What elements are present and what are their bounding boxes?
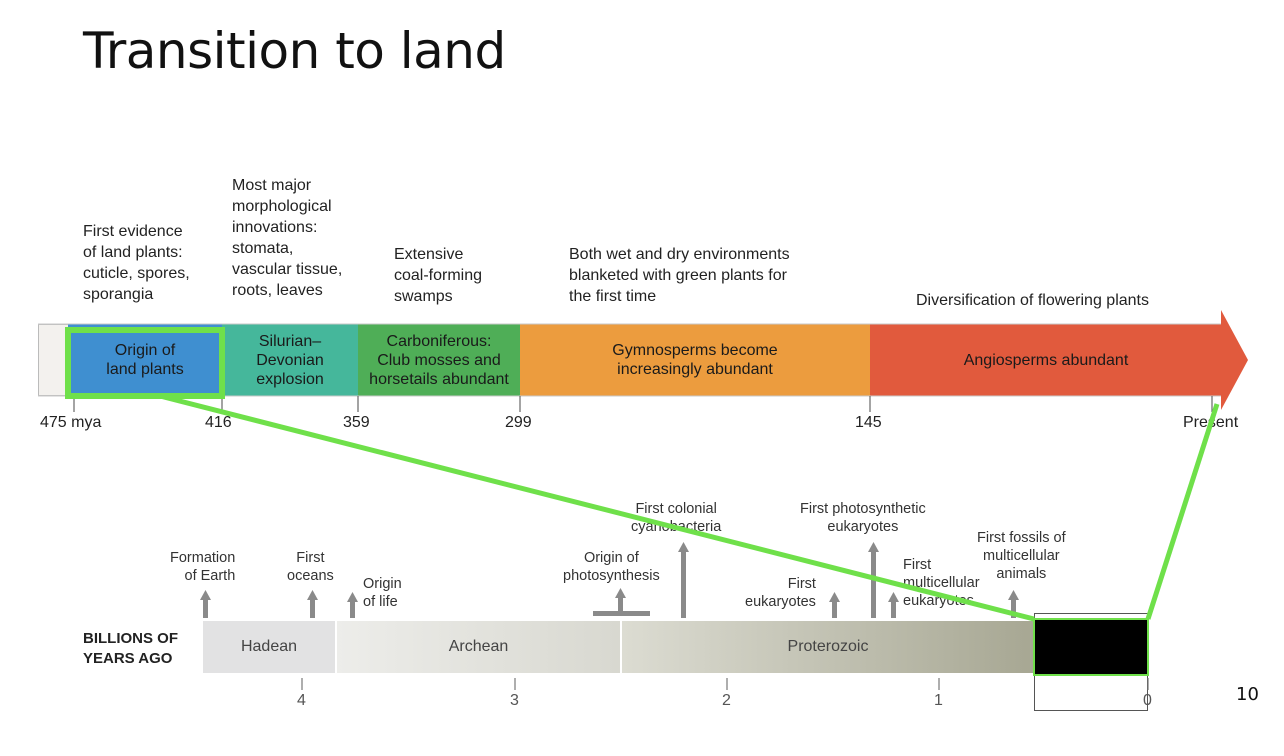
tick-359: 359: [343, 414, 370, 431]
event-first-oceans: First oceans: [287, 550, 334, 584]
event-first-eukaryotes: First eukaryotes: [745, 576, 816, 610]
tick-299: 299: [505, 414, 532, 431]
eon-proterozoic: Proterozoic: [622, 621, 1034, 673]
lower-ticks: [301, 678, 1149, 690]
tick-4: 4: [297, 692, 306, 709]
event-origin-life: Origin of life: [363, 576, 402, 610]
slide-title: Transition to land: [83, 22, 506, 80]
event-arrows: [200, 542, 1019, 618]
zoom-line-left: [159, 393, 1035, 622]
zoom-highlight: [65, 327, 1220, 676]
page-number: 10: [1236, 684, 1259, 705]
tick-1: 1: [934, 692, 943, 709]
event-formation-earth: Formation of Earth: [170, 550, 236, 584]
tick-416: 416: [205, 414, 232, 431]
annotation-morphological: Most major morphological innovations: st…: [232, 177, 343, 299]
annotation-wet-dry: Both wet and dry environments blanketed …: [569, 246, 790, 305]
tick-2: 2: [722, 692, 731, 709]
axis-title-billions: BILLIONS OF YEARS AGO: [83, 630, 178, 667]
tick-145: 145: [855, 414, 882, 431]
annotation-flowering: Diversification of flowering plants: [916, 292, 1149, 309]
event-origin-photosynthesis: Origin of photosynthesis: [563, 550, 660, 584]
eon-hadean: Hadean: [203, 621, 335, 673]
annotation-coal-swamps: Extensive coal-forming swamps: [394, 246, 483, 305]
tick-3: 3: [510, 692, 519, 709]
upper-ticks: [73, 396, 1213, 412]
event-multicellular-animals: First fossils of multicellular animals: [977, 530, 1066, 582]
highlight-zoom-box: [1033, 618, 1149, 676]
highlight-origin-box: [65, 327, 225, 399]
zoom-box-recent: [1034, 619, 1148, 675]
tick-0: 0: [1143, 692, 1152, 709]
tick-475: 475 mya: [40, 414, 102, 431]
event-photosynthetic-eukaryotes: First photosynthetic eukaryotes: [800, 501, 926, 535]
band-angiosperms: [870, 324, 1222, 396]
band-carboniferous: Carboniferous: Club mosses and horsetail…: [358, 324, 520, 396]
band-gymnosperms: Gymnosperms become increasingly abundant: [520, 324, 870, 396]
band-silurian-devonian: Silurian– Devonian explosion: [222, 324, 358, 396]
arrow-head: [1221, 310, 1248, 410]
band-angiosperms-label: Angiosperms abundant: [963, 351, 1129, 369]
annotation-first-evidence: First evidence of land plants: cuticle, …: [83, 223, 190, 303]
band-origin-land-plants: Origin of land plants: [68, 324, 222, 396]
zoom-line-right: [1145, 403, 1220, 620]
eon-archean: Archean: [337, 621, 620, 673]
